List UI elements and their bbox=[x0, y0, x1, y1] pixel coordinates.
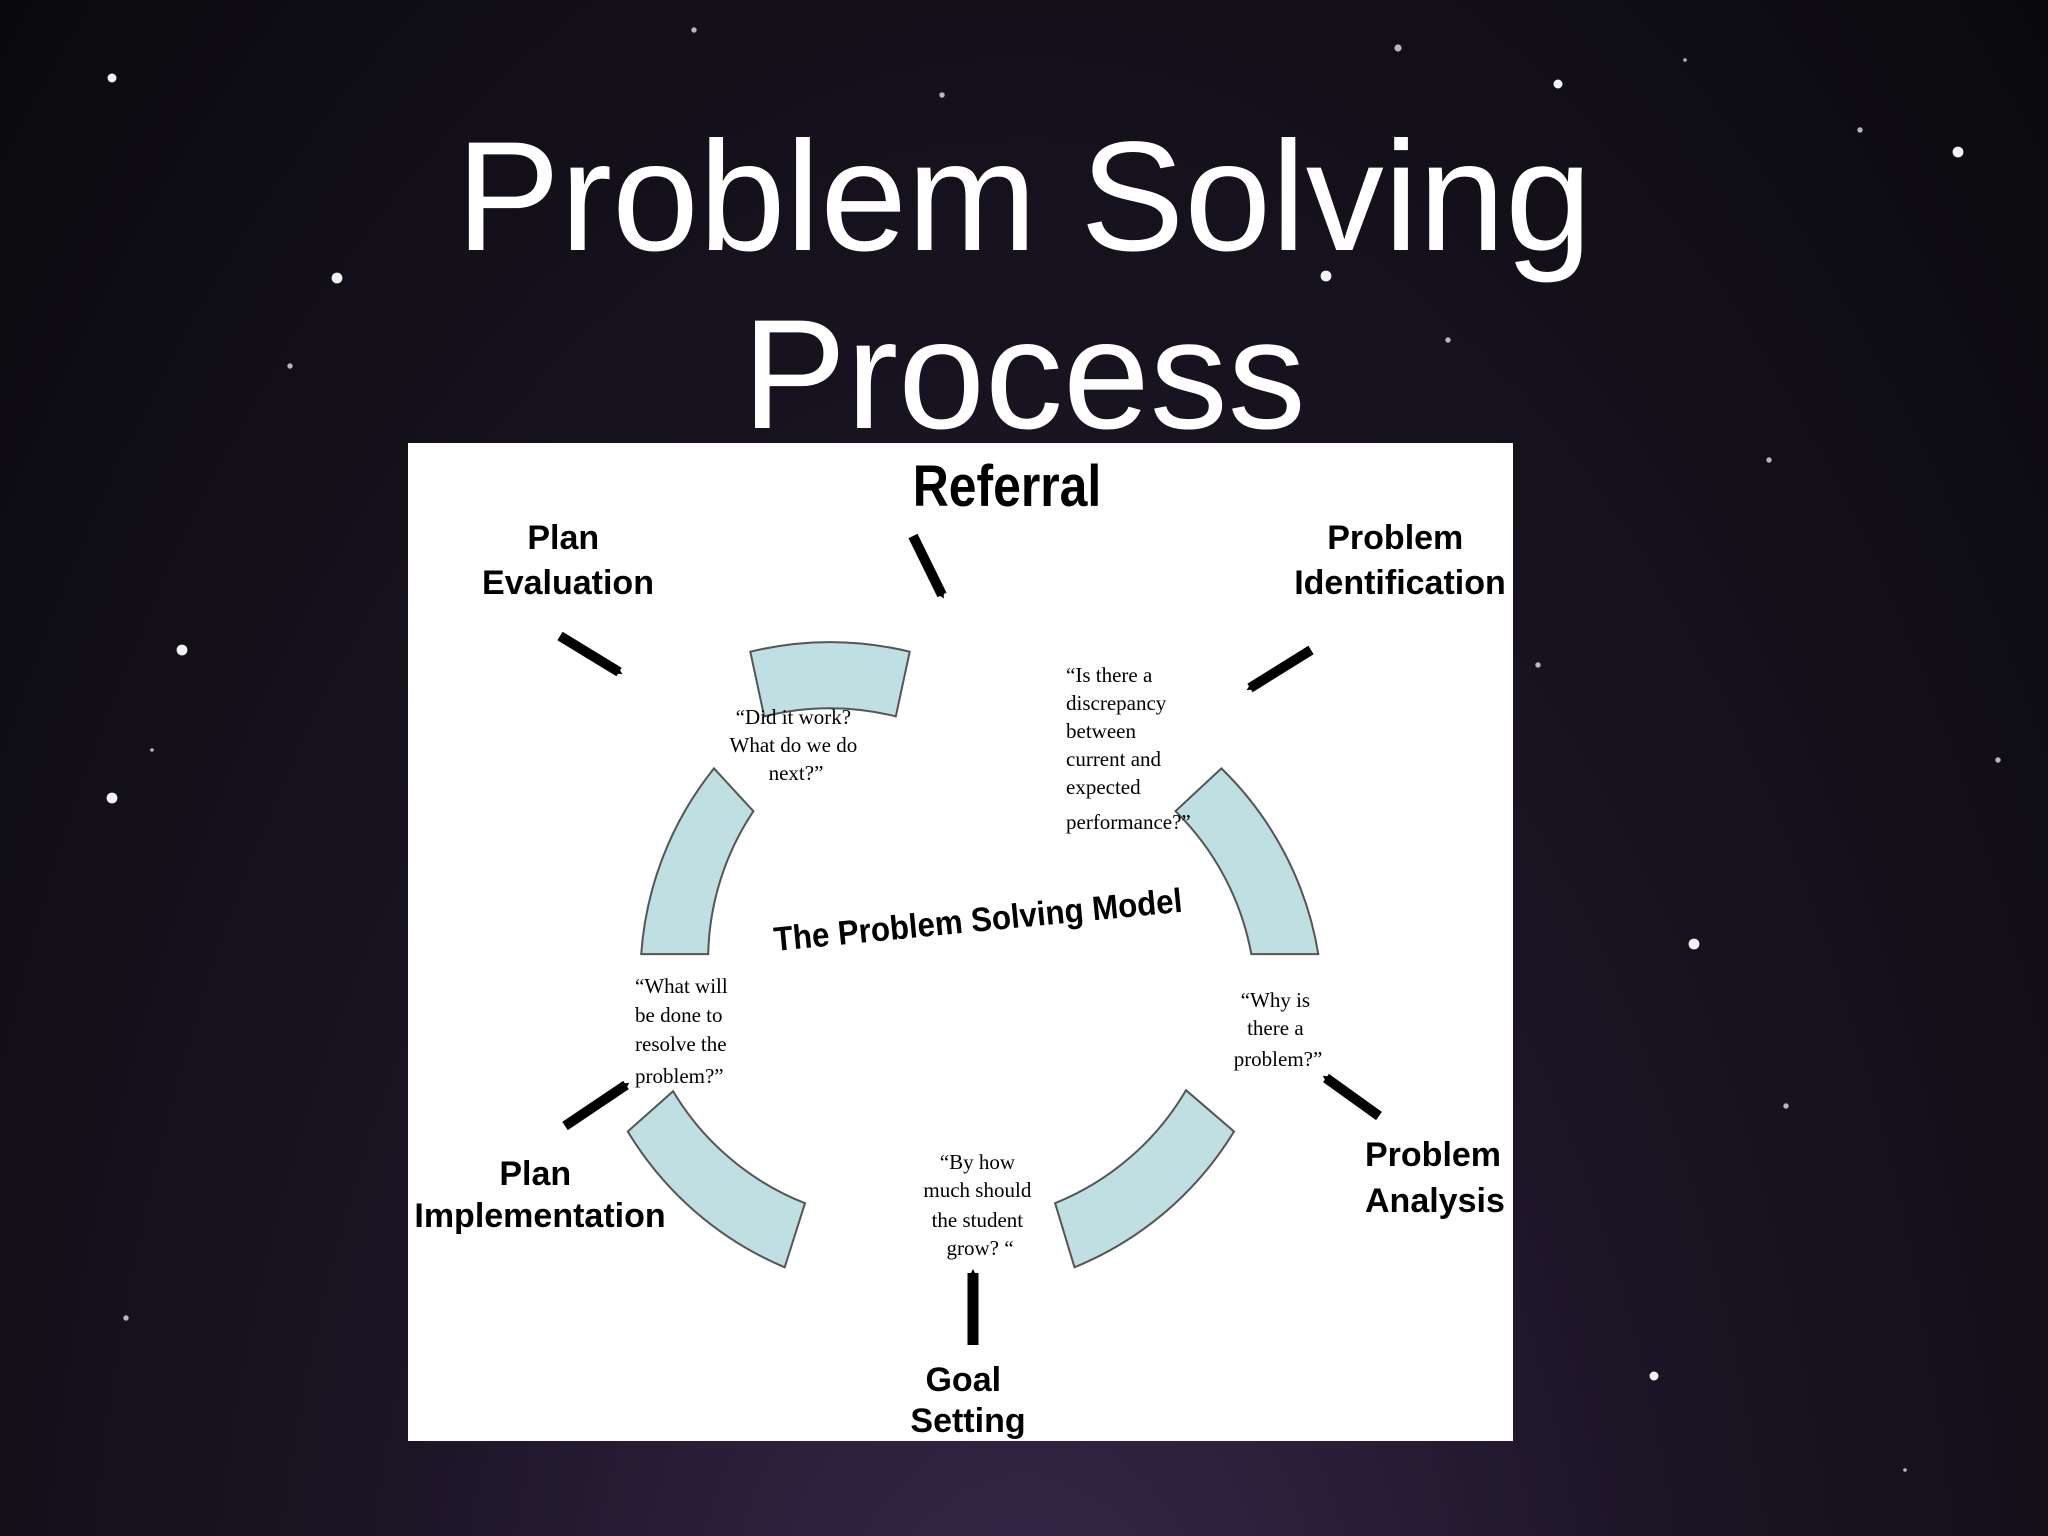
star-dot bbox=[691, 27, 697, 33]
star-dot bbox=[1445, 337, 1451, 343]
model-title: The Problem Solving Model bbox=[772, 881, 1184, 959]
star-dot bbox=[1952, 146, 1964, 158]
problem-analysis-arrow-icon bbox=[1322, 1073, 1382, 1121]
slide-title-line-2: Process bbox=[742, 288, 1306, 462]
problem-identification-question: “Is there a discrepancy between current … bbox=[1066, 663, 1191, 834]
star-dot bbox=[150, 748, 154, 752]
plan-implementation-question: “What will be done to resolve the proble… bbox=[635, 974, 733, 1088]
star-dot bbox=[1688, 938, 1700, 950]
problem-solving-model-diagram: The Problem Solving Model Referral Plan … bbox=[408, 443, 1513, 1441]
star-dot bbox=[939, 92, 945, 98]
star-dot bbox=[1903, 1468, 1907, 1472]
cycle-segments bbox=[626, 641, 1320, 1269]
star-dot bbox=[1995, 757, 2001, 763]
star-dot bbox=[176, 644, 188, 656]
segment-problem-identification bbox=[749, 641, 911, 718]
problem-identification-label: Problem Identification bbox=[1294, 519, 1506, 602]
segment-goal-setting-right bbox=[1053, 1088, 1236, 1269]
goal-setting-question: “By how much should the student grow? “ bbox=[923, 1150, 1036, 1260]
slide-title-line-1: Problem Solving bbox=[456, 110, 1592, 284]
stage-arrows bbox=[557, 533, 1382, 1345]
star-dot bbox=[758, 406, 762, 410]
star-dot bbox=[123, 1315, 129, 1321]
star-dot bbox=[1535, 662, 1541, 668]
problem-analysis-question: “Why is there a problem?” bbox=[1234, 988, 1323, 1071]
star-dot bbox=[1649, 1371, 1659, 1381]
plan-implementation-label: Plan Implementation bbox=[414, 1155, 665, 1235]
problem-identification-arrow-icon bbox=[1246, 645, 1314, 693]
star-dot bbox=[1553, 79, 1563, 89]
star-dot bbox=[1766, 457, 1772, 463]
star-dot bbox=[1683, 58, 1687, 62]
star-dot bbox=[287, 363, 293, 369]
star-dot bbox=[331, 272, 343, 284]
slide-title: Problem Solving Process bbox=[0, 108, 2048, 464]
goal-setting-label: Goal Setting bbox=[910, 1361, 1025, 1440]
segment-plan-implementation bbox=[640, 766, 755, 956]
referral-label: Referral bbox=[913, 455, 1101, 519]
star-dot bbox=[107, 73, 117, 83]
star-dot bbox=[106, 792, 118, 804]
segment-goal-setting-left bbox=[626, 1089, 807, 1269]
plan-evaluation-arrow-icon bbox=[557, 631, 623, 677]
star-dot bbox=[1783, 1103, 1789, 1109]
segment-problem-analysis bbox=[1174, 767, 1320, 956]
referral-arrow-icon bbox=[908, 533, 947, 599]
plan-implementation-arrow-icon bbox=[562, 1080, 630, 1131]
plan-evaluation-question: “Did it work? What do we do next?” bbox=[730, 705, 863, 785]
star-dot bbox=[1394, 44, 1402, 52]
star-dot bbox=[1320, 270, 1332, 282]
plan-evaluation-label: Plan Evaluation bbox=[482, 519, 654, 602]
problem-analysis-label: Problem Analysis bbox=[1365, 1136, 1511, 1220]
star-dot bbox=[1857, 127, 1863, 133]
